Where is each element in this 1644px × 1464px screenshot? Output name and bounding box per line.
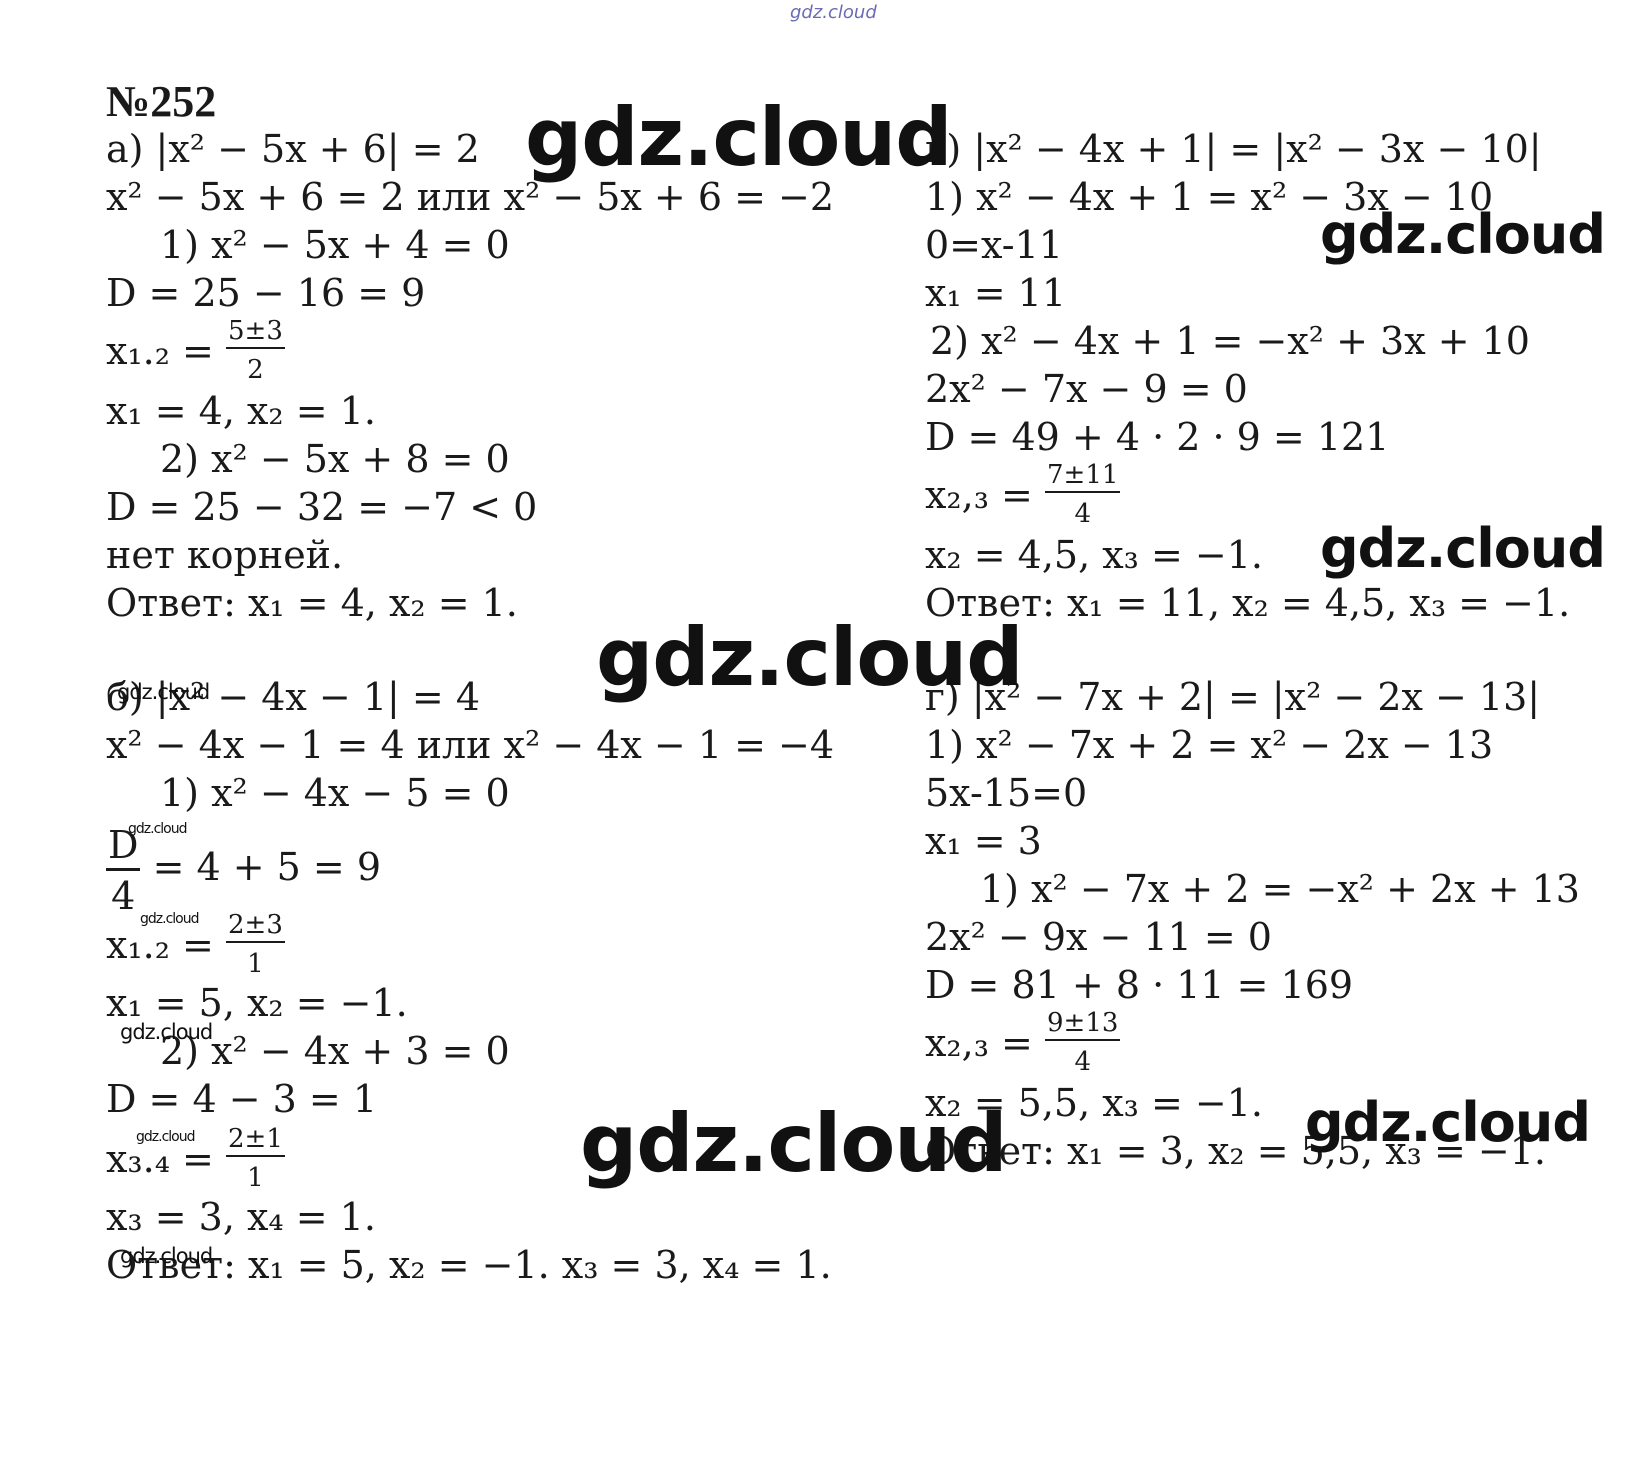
part-b-roots-formula: x₁.₂ = 2±3 1 [106,912,285,981]
part-g-roots2: x₂ = 5,5, x₃ = −1. [925,1081,1264,1125]
part-b-roots-formula2: x₃.₄ = 2±1 1 [106,1126,285,1195]
part-v-linear: 0=x-11 [925,223,1063,267]
part-b-roots1: x₁ = 5, x₂ = −1. [106,981,408,1025]
part-a-answer: Ответ: x₁ = 4, x₂ = 1. [106,581,518,625]
part-b-roots2: x₃ = 3, x₄ = 1. [106,1195,376,1239]
part-b-equation: б) |x² − 4x − 1| = 4 [106,675,481,719]
watermark-large-center: gdz.cloud [596,611,1024,704]
part-a-discriminant2: D = 25 − 32 = −7 < 0 [106,485,538,529]
part-b-discriminant1: D 4 = 4 + 5 = 9 [106,826,381,915]
d-over-4-fraction: D 4 [106,826,141,918]
fraction-numerator: 2±1 [226,1126,285,1157]
part-a-roots1: x₁ = 4, x₂ = 1. [106,389,376,433]
part-a-case2: 2) x² − 5x + 8 = 0 [160,437,510,481]
problem-number: №252 [106,77,217,126]
watermark-medium-right-1: gdz.cloud [1320,203,1606,266]
part-a-case1: 1) x² − 5x + 4 = 0 [160,223,510,267]
part-a-equation: а) |x² − 5x + 6| = 2 [106,127,480,171]
roots-lhs: x₂,₃ = [925,1021,1033,1065]
part-b-answer: Ответ: x₁ = 5, x₂ = −1. x₃ = 3, x₄ = 1. [106,1243,832,1287]
fraction-numerator: 5±3 [226,318,285,349]
watermark-medium-right-3: gdz.cloud [1305,1091,1591,1154]
fraction-numerator: D [106,826,141,871]
fraction-denominator: 1 [247,1163,264,1193]
part-v-case2: 2) x² − 4x + 1 = −x² + 3x + 10 [930,319,1530,363]
part-b-discriminant2: D = 4 − 3 = 1 [106,1077,377,1121]
watermark-tiny-3: gdz.cloud [136,1129,195,1145]
part-v-discriminant: D = 49 + 4 · 2 · 9 = 121 [925,415,1390,459]
part-a-discriminant1: D = 25 − 16 = 9 [106,271,426,315]
part-g-case2: 1) x² − 7x + 2 = −x² + 2x + 13 [980,867,1580,911]
roots-fraction: 2±3 1 [226,912,285,977]
part-g-answer: Ответ: x₁ = 3, x₂ = 5,5, x₃ = −1. [925,1129,1546,1173]
watermark-large-top: gdz.cloud [525,91,953,184]
site-watermark-top: gdz.cloud [790,2,877,23]
part-g-case1: 1) x² − 7x + 2 = x² − 2x − 13 [925,723,1494,767]
watermark-small-1: gdz.cloud [117,680,210,704]
part-g-linear: 5x-15=0 [925,771,1088,815]
fraction-numerator: 9±13 [1045,1010,1121,1041]
fraction-denominator: 4 [1074,499,1091,529]
watermark-tiny-1: gdz.cloud [128,821,187,837]
part-v-roots-formula: x₂,₃ = 7±11 4 [925,462,1121,531]
part-v-roots2: x₂ = 4,5, x₃ = −1. [925,533,1264,577]
watermark-medium-right-2: gdz.cloud [1320,517,1606,580]
part-g-equation: г) |x² − 7x + 2| = |x² − 2x − 13| [925,675,1541,719]
fraction-denominator: 4 [111,874,136,918]
watermark-tiny-2: gdz.cloud [140,911,199,927]
part-v-root1: x₁ = 11 [925,271,1067,315]
part-b-cases: x² − 4x − 1 = 4 или x² − 4x − 1 = −4 [106,723,835,767]
fraction-numerator: 2±3 [226,912,285,943]
part-a-roots-formula: x₁.₂ = 5±3 2 [106,318,285,387]
watermark-small-2: gdz.cloud [120,1020,213,1044]
roots-fraction: 2±1 1 [226,1126,285,1191]
watermark-large-bottom: gdz.cloud [580,1097,1008,1190]
part-b-case2: 2) x² − 4x + 3 = 0 [160,1029,510,1073]
part-v-quadratic: 2x² − 7x − 9 = 0 [925,367,1248,411]
roots-fraction: 9±13 4 [1045,1010,1121,1077]
fraction-numerator: 7±11 [1045,462,1121,493]
part-a-cases: x² − 5x + 6 = 2 или x² − 5x + 6 = −2 [106,175,835,219]
roots-lhs: x₁.₂ = [106,923,214,967]
part-b-case1: 1) x² − 4x − 5 = 0 [160,771,510,815]
watermark-small-3: gdz.cloud [120,1244,213,1268]
roots-lhs: x₁.₂ = [106,329,214,373]
fraction-denominator: 2 [247,355,264,385]
roots-fraction: 5±3 2 [226,318,285,383]
part-g-quadratic: 2x² − 9x − 11 = 0 [925,915,1272,959]
roots-fraction: 7±11 4 [1045,462,1121,529]
part-g-roots-formula: x₂,₃ = 9±13 4 [925,1010,1121,1079]
part-a-no-roots: нет корней. [106,533,344,577]
discriminant-rest: = 4 + 5 = 9 [152,845,382,889]
part-v-case1: 1) x² − 4x + 1 = x² − 3x − 10 [925,175,1494,219]
fraction-denominator: 4 [1074,1047,1091,1077]
part-g-root1: x₁ = 3 [925,819,1042,863]
part-v-equation: в) |x² − 4x + 1| = |x² − 3x − 10| [925,127,1542,171]
roots-lhs: x₂,₃ = [925,473,1033,517]
fraction-denominator: 1 [247,949,264,979]
part-g-discriminant: D = 81 + 8 · 11 = 169 [925,963,1354,1007]
roots-lhs: x₃.₄ = [106,1137,214,1181]
part-v-answer: Ответ: x₁ = 11, x₂ = 4,5, x₃ = −1. [925,581,1571,625]
